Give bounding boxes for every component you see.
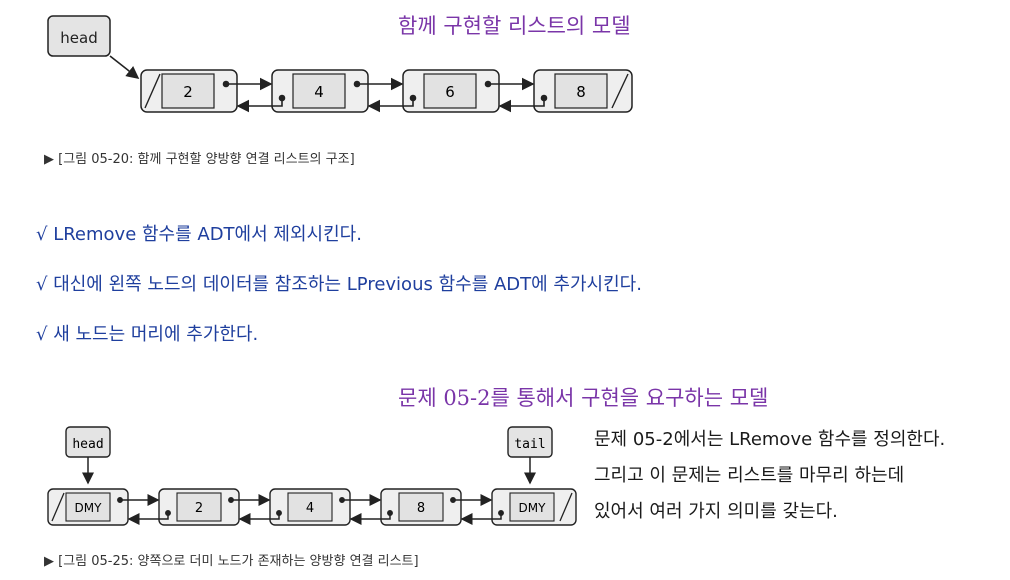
tail-pointer-box: tail <box>507 426 553 458</box>
diagram2-linked-list: head tail DMY 2 4 8 DMY <box>47 426 577 526</box>
prev-link <box>367 98 414 113</box>
side-text-line: 문제 05-2에서는 LRemove 함수를 정의한다. <box>594 429 946 450</box>
list-node: 2 <box>140 69 238 113</box>
tail-label: tail <box>514 437 545 452</box>
list-node: 8 <box>380 488 462 526</box>
head-label: head <box>72 437 103 452</box>
prev-link <box>460 513 502 525</box>
prev-link <box>498 98 545 113</box>
prev-link <box>238 513 280 525</box>
side-text-line: 그리고 이 문제는 리스트를 마무리 하는데 <box>594 465 905 486</box>
node-value: 4 <box>306 501 314 516</box>
prev-link <box>236 98 283 113</box>
node-value: DMY <box>75 501 103 515</box>
diagram1-caption: ▶ [그림 05-20: 함께 구현할 양방향 연결 리스트의 구조] <box>44 152 355 167</box>
head-pointer-box: head <box>47 15 111 57</box>
prev-link <box>349 513 391 525</box>
node-value: 2 <box>183 83 193 101</box>
prev-link <box>127 513 169 525</box>
bullet-remove-lremove: √ LRemove 함수를 ADT에서 제외시킨다. <box>36 224 362 245</box>
bullet-insert-head: √ 새 노드는 머리에 추가한다. <box>36 324 259 345</box>
list-node: 4 <box>271 69 369 113</box>
diagram2-caption: ▶ [그림 05-25: 양쪽으로 더미 노드가 존재하는 양방향 연결 리스트… <box>44 554 419 569</box>
list-node: 8 <box>533 69 633 113</box>
side-text-line: 있어서 여러 가지 의미를 갖는다. <box>594 501 838 522</box>
node-value: 2 <box>195 501 203 516</box>
diagram1-linked-list: head 2 4 6 8 <box>47 15 633 113</box>
dummy-node-tail: DMY <box>491 488 577 526</box>
node-value: 6 <box>445 83 455 101</box>
head-arrow <box>109 55 140 79</box>
side-explanation: 문제 05-2에서는 LRemove 함수를 정의한다. 그리고 이 문제는 리… <box>594 422 945 530</box>
list-node: 2 <box>158 488 240 526</box>
list-node: 4 <box>269 488 351 526</box>
diagram2-title: 문제 05-2를 통해서 구현을 요구하는 모델 <box>398 386 769 410</box>
bullet-add-lprevious: √ 대신에 왼쪽 노드의 데이터를 참조하는 LPrevious 함수를 ADT… <box>36 274 642 295</box>
node-value: 4 <box>314 83 324 101</box>
node-value: 8 <box>576 83 586 101</box>
head-label: head <box>60 29 97 47</box>
diagram1-title: 함께 구현할 리스트의 모델 <box>398 14 631 38</box>
dummy-node-head: DMY <box>47 488 129 526</box>
node-value: 8 <box>417 501 425 516</box>
head-pointer-box: head <box>65 426 111 458</box>
node-value: DMY <box>519 501 547 515</box>
list-node: 6 <box>402 69 500 113</box>
